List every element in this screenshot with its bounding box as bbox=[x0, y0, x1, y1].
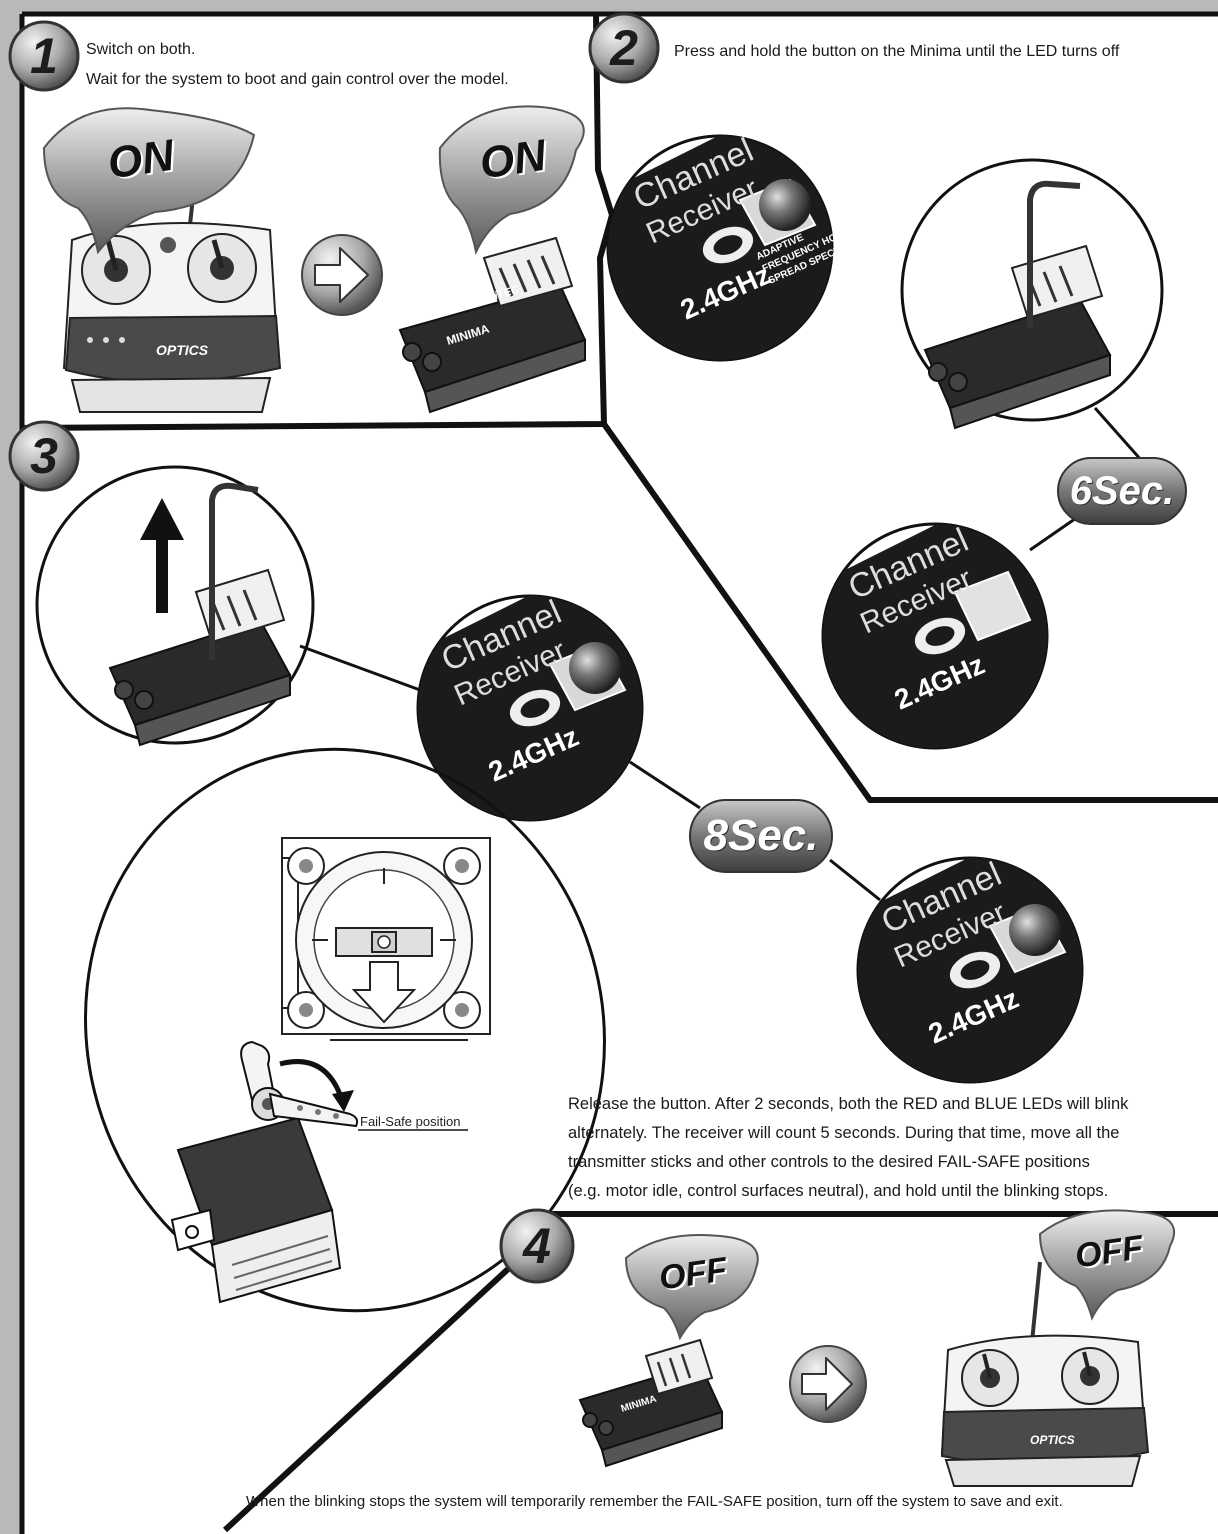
receiver-illustration-1 bbox=[398, 236, 587, 414]
step-medallion-2 bbox=[588, 12, 660, 84]
transmitter-model-4: OPTICS bbox=[1030, 1433, 1075, 1447]
receiver-with-pin-circle bbox=[900, 158, 1164, 430]
step-number-3: 3 bbox=[30, 428, 58, 484]
arrow-icon-1 bbox=[301, 234, 383, 316]
step1-line-1: Switch on both. bbox=[86, 41, 196, 58]
off-badge-2 bbox=[1038, 1209, 1176, 1321]
transmitter-model-1: OPTICS bbox=[156, 342, 209, 358]
arrow-icon-4 bbox=[789, 1345, 867, 1423]
on-badge-1 bbox=[42, 107, 256, 255]
eight-second-label: 8Sec. bbox=[703, 811, 819, 860]
six-second-badge bbox=[1057, 457, 1187, 525]
step3-line-3: transmitter sticks and other controls to… bbox=[568, 1153, 1090, 1171]
step3-line-1: Release the button. After 2 seconds, bot… bbox=[568, 1095, 1129, 1113]
step3-line-2: alternately. The receiver will count 5 s… bbox=[568, 1124, 1120, 1142]
step-number-1: 1 bbox=[30, 28, 58, 84]
stick-gimbal-illustration bbox=[281, 837, 491, 1041]
transmitter-illustration-1 bbox=[62, 129, 282, 413]
step3-line-4: (e.g. motor idle, control surfaces neutr… bbox=[568, 1182, 1109, 1200]
servo-illustration bbox=[170, 1040, 468, 1304]
eight-second-badge bbox=[689, 799, 833, 873]
step-medallion-1 bbox=[8, 20, 80, 92]
failsafe-position-label: Fail-Safe position bbox=[360, 1114, 461, 1129]
step-number-2: 2 bbox=[610, 20, 638, 76]
step-medallion-3 bbox=[8, 420, 80, 492]
off-badge-1 bbox=[624, 1233, 759, 1341]
pull-up-arrow-icon bbox=[140, 498, 184, 613]
step-number-4: 4 bbox=[523, 1218, 551, 1274]
step-medallion-4 bbox=[499, 1208, 575, 1284]
step2-line-1: Press and hold the button on the Minima … bbox=[674, 43, 1120, 60]
six-second-label: 6Sec. bbox=[1069, 469, 1175, 513]
step1-line-2: Wait for the system to boot and gain con… bbox=[86, 71, 509, 88]
receiver-illustration-4 bbox=[578, 1338, 724, 1468]
on-badge-2 bbox=[438, 105, 585, 256]
receiver-pin-removed-circle bbox=[35, 465, 315, 747]
failsafe-detail-ellipse bbox=[84, 747, 606, 1313]
transmitter-illustration-4 bbox=[940, 1261, 1150, 1487]
step4-line-1: When the blinking stops the system will … bbox=[246, 1493, 1063, 1510]
